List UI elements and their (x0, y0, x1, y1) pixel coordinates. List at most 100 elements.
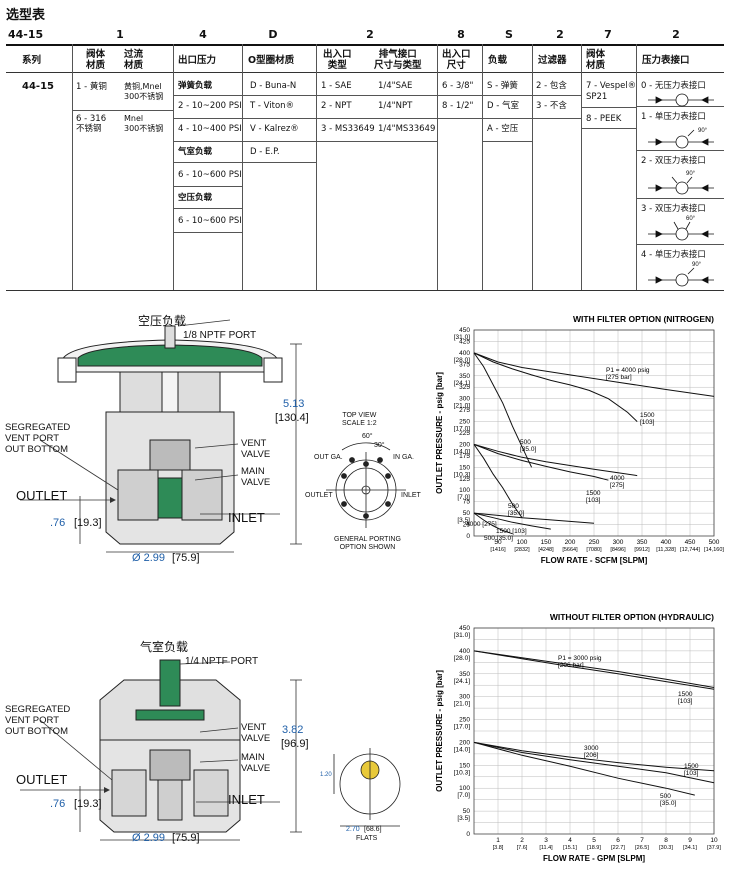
row-divider (636, 244, 724, 245)
y-tick-label: 125 (459, 476, 470, 483)
th-body-material: 阀体 材质 (86, 49, 106, 71)
top-view-diagram (326, 442, 406, 528)
filter-item: 3 - 不含 (536, 101, 567, 111)
x-tick-label-alt: [37.9] (707, 845, 721, 851)
y-tick-label: 250 (459, 419, 470, 426)
gauge-angle: 90° (686, 171, 696, 177)
series-label-sub: [103] (586, 497, 601, 504)
code-oring: D (268, 28, 278, 41)
series-label: 1500 (586, 490, 601, 497)
series-label-sub: [103] (640, 419, 655, 426)
series-label: 1500 (678, 691, 693, 698)
regulator-diagram-dome (20, 659, 302, 841)
y-tick-label: 0 (466, 533, 470, 540)
y-tick-label-alt: [28.0] (454, 655, 470, 662)
diagram1-offset-mm: [19.3] (74, 517, 102, 529)
row-divider (581, 107, 636, 108)
gauge-port-icons (648, 93, 714, 287)
y-tick-label: 325 (459, 384, 470, 391)
vent-item: 1/4"SAE (378, 81, 413, 91)
load-item: S - 弹簧 (487, 81, 518, 91)
y-tick-label: 200 (459, 441, 470, 448)
y-tick-label-alt: [21.0] (454, 701, 470, 708)
row-divider (316, 95, 437, 96)
series-line (473, 443, 638, 477)
x-tick-label: 4 (568, 837, 572, 844)
diagram2-segregated-label: SEGREGATED VENT PORT OUT BOTTOM (5, 704, 71, 737)
top-view-angle-30: 30° (374, 442, 385, 449)
oring-item: D - Buna-N (250, 81, 297, 91)
col-divider (636, 44, 637, 290)
th-port-size: 出入口 尺寸 (442, 49, 471, 71)
series-label: 4000 (610, 475, 625, 482)
x-tick-label-alt: [34.1] (683, 845, 697, 851)
series-line (473, 512, 513, 535)
gauge-item: 0 - 无压力表接口 (641, 81, 706, 91)
code-port-type: 2 (366, 28, 374, 41)
y-tick-label: 450 (459, 327, 470, 334)
flats-mm: [68.6] (364, 826, 382, 833)
x-tick-label: 350 (637, 539, 648, 546)
series-line (473, 444, 523, 518)
pressure-item: 4 - 10~400 PSI (178, 124, 242, 134)
diagram1-vent-valve-label: VENT VALVE (241, 438, 271, 460)
x-tick-label-alt: [12,744] (680, 547, 700, 553)
y-tick-label: 0 (466, 831, 470, 838)
wetted-material-item: 黄铜,Mnel 300不锈钢 (124, 82, 164, 101)
col-divider (173, 44, 174, 290)
row-divider (242, 162, 316, 163)
row-divider (242, 118, 316, 119)
x-tick-label-alt: [3.8] (493, 845, 504, 851)
gauge-angle: 90° (698, 128, 708, 134)
body-material-item: 1 - 黄铜 (76, 82, 107, 92)
row-divider (532, 118, 581, 119)
y-tick-label-alt: [10.3] (454, 769, 470, 776)
row-divider (316, 118, 437, 119)
x-tick-label-alt: [15.1] (563, 845, 577, 851)
body-material-item: 6 - 316 不锈钢 (76, 114, 107, 134)
y-tick-label: 400 (459, 648, 470, 655)
x-tick-label: 50 (494, 539, 502, 546)
col-divider (482, 44, 483, 290)
row-divider (173, 162, 242, 163)
y-tick-label-alt: [17.0] (454, 724, 470, 731)
oring-item: T - Viton® (250, 101, 295, 111)
th-filter: 过滤器 (538, 55, 567, 66)
top-view-outlet: OUTLET (305, 492, 333, 499)
col-divider (242, 44, 243, 290)
row-divider (532, 95, 581, 96)
row-divider (72, 110, 173, 111)
x-tick-label: 10 (710, 837, 718, 844)
col-divider (437, 44, 438, 290)
code-load: S (505, 28, 513, 41)
plot-frame (473, 329, 715, 537)
col-divider (316, 44, 317, 290)
x-tick-label-alt: [26.5] (635, 845, 649, 851)
diagram1-dia-mm: [75.9] (172, 552, 200, 564)
series-label: 500 [35.0] (484, 535, 513, 542)
pressure-item: 2 - 10~200 PSI (178, 101, 242, 111)
series-line (473, 352, 638, 422)
row-divider (482, 118, 532, 119)
y-tick-label: 425 (459, 338, 470, 345)
plot-frame (473, 627, 715, 835)
seat-item: 8 - PEEK (586, 114, 622, 124)
row-divider (437, 95, 482, 96)
x-tick-label-alt: [30.3] (659, 845, 673, 851)
diagram2-offset-mm: [19.3] (74, 798, 102, 810)
vent-item: 1/4"MS33649 (378, 124, 436, 134)
page-title: 选型表 (6, 8, 46, 23)
y-tick-label: 100 (459, 487, 470, 494)
diagram2-inlet-label: INLET (228, 792, 265, 807)
series-label-sub: [206] (584, 752, 599, 759)
th-wetted-material: 过流 材质 (124, 49, 144, 71)
code-series: 44-15 (8, 28, 44, 41)
x-tick-label-alt: [2832] (514, 547, 530, 553)
top-view-general: GENERAL PORTING OPTION SHOWN (334, 536, 401, 551)
series-label: P1 = 4000 psig (606, 367, 650, 374)
x-tick-label: 9 (688, 837, 692, 844)
x-tick-label: 400 (661, 539, 672, 546)
x-tick-label: 150 (541, 539, 552, 546)
diagram1-inlet-label: INLET (228, 510, 265, 525)
series-line (473, 650, 715, 688)
